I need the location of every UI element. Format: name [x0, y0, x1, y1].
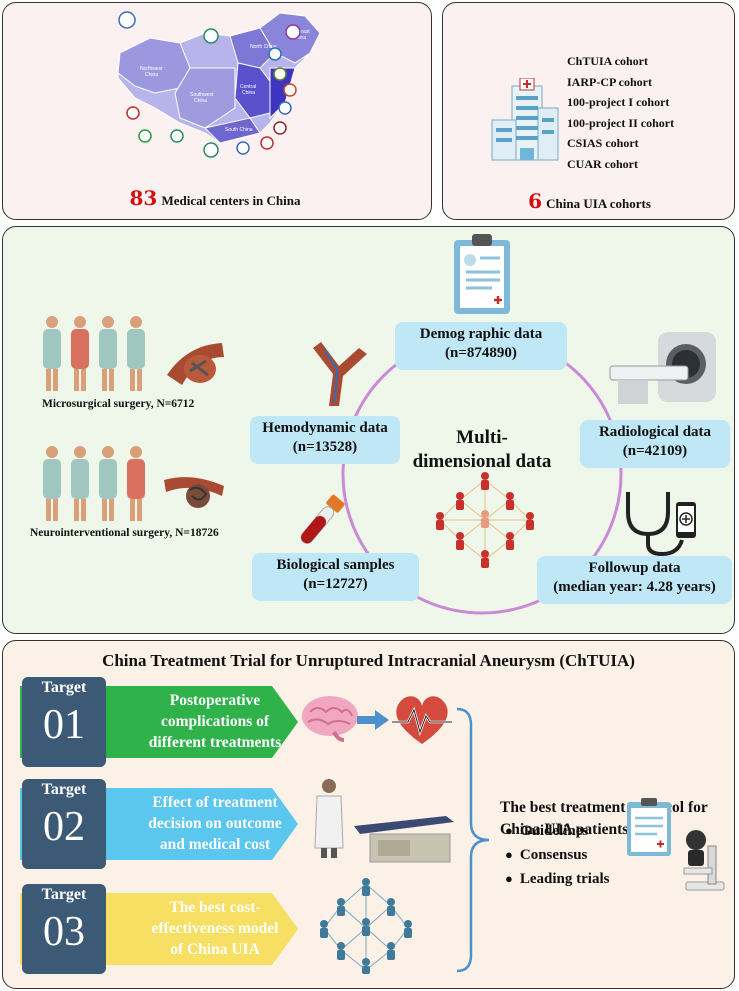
target-02-badge: Target 02 [22, 779, 106, 869]
target-01-line: Postoperative [169, 692, 261, 709]
followup-data-box: Followup data (median year: 4.28 years) [537, 556, 732, 604]
target-02-line: and medical cost [159, 836, 271, 853]
target-03-badge: Target 03 [22, 884, 106, 974]
outcome-bullet: Consensus [505, 843, 609, 867]
svg-text:China: China [242, 90, 255, 96]
radiological-data-label: Radiological data [598, 424, 712, 440]
svg-text:China: China [194, 98, 207, 104]
aneurysm-clip-icon [167, 343, 224, 385]
cohort-item: 100-project II cohort [567, 115, 675, 130]
mri-scanner-icon [609, 332, 716, 404]
clipboard-report-icon [627, 798, 671, 856]
people-network-icon [320, 878, 412, 974]
outcome-bullets: Guidelines Consensus Leading trials [505, 819, 610, 891]
population-network-icon [436, 472, 534, 568]
svg-text:Northwest: Northwest [140, 66, 163, 72]
followup-data-label: Followup data [588, 560, 681, 576]
demographic-data-box: Demog raphic data (n=874890) [395, 322, 567, 370]
radiological-data-box: Radiological data (n=42109) [580, 420, 730, 468]
multi-dimensional-data-title: Multi-dimensional data [412, 427, 552, 472]
target-01-line: different treatments [148, 734, 282, 751]
target-02-text: Effect of treatment decision on outcome … [20, 788, 298, 860]
target-03-line: effectiveness model [151, 920, 279, 937]
target-03-text: The best cost- effectiveness model of Ch… [20, 893, 298, 965]
target-02-line: Effect of treatment [152, 794, 278, 811]
clipboard-icon [454, 234, 510, 314]
neurointervention-label: Neurointerventional surgery, N=18726 [30, 527, 219, 539]
arrow-right-icon [357, 710, 389, 730]
blood-vessel-icon [313, 342, 367, 406]
microsurgery-label: Microsurgical surgery, N=6712 [42, 398, 195, 410]
blood-sample-tube-icon [300, 494, 345, 544]
hospital-building-icon [491, 78, 559, 161]
target-02-label: Target [41, 781, 87, 798]
followup-data-count: (median year: 4.28 years) [553, 579, 716, 595]
grouping-bracket [456, 707, 490, 973]
radiological-data-count: (n=42109) [622, 443, 688, 459]
hospital-logos [118, 11, 301, 158]
target-02-line: decision on outcome [148, 815, 282, 832]
target-01-badge: Target 01 [22, 677, 106, 767]
patients-figure-microsurgery [43, 316, 145, 391]
target-03-line: The best cost- [169, 899, 261, 916]
medical-centers-count: 83 [129, 186, 158, 210]
cohort-item: 100-project I cohort [567, 95, 670, 109]
svg-text:Central: Central [240, 84, 256, 90]
hemodynamic-data-label: Hemodynamic data [262, 420, 388, 436]
cohorts-panel: 6 China UIA cohorts [442, 2, 735, 220]
target-03-label: Target [41, 886, 87, 903]
patients-figure-neurointervention [43, 446, 145, 521]
medical-centers-label: Medical centers in China [161, 193, 301, 208]
cohort-item: ChTUIA cohort [567, 54, 649, 68]
china-map: Northwest China Northeast China North Ch… [117, 12, 321, 144]
cohorts-count: 6 [528, 189, 543, 213]
hospital-bed-icon [354, 816, 454, 863]
svg-text:China: China [145, 72, 158, 78]
target-01-label: Target [41, 679, 87, 696]
aneurysm-coil-icon [164, 477, 224, 508]
biological-samples-label: Biological samples [276, 557, 395, 573]
outcome-bullet: Leading trials [505, 867, 610, 891]
svg-text:China: China [293, 35, 306, 41]
svg-text:North China: North China [250, 44, 277, 50]
svg-text:Southwest: Southwest [190, 92, 214, 98]
target-03-line: of China UIA [170, 941, 260, 958]
microscope-icon [683, 830, 725, 891]
cohort-item: CUAR cohort [567, 156, 638, 171]
cohorts-label: China UIA cohorts [546, 196, 651, 211]
cohort-item: IARP-CP cohort [567, 74, 652, 89]
target-02-number: 02 [43, 804, 85, 850]
heart-ecg-icon [392, 696, 452, 744]
medical-centers-caption: 83 Medical centers in China [0, 186, 430, 210]
biological-samples-count: (n=12727) [303, 576, 368, 592]
svg-text:South China: South China [225, 127, 253, 133]
target-01-number: 01 [43, 702, 85, 748]
outcome-bullet: Guidelines [505, 819, 609, 843]
demographic-data-label: Demog raphic data [419, 326, 543, 342]
stethoscope-phone-icon [626, 492, 696, 557]
target-01-text: Postoperative complications of different… [20, 686, 298, 758]
demographic-data-count: (n=874890) [445, 345, 517, 361]
brain-icon [302, 696, 358, 742]
hemodynamic-data-box: Hemodynamic data (n=13528) [250, 416, 400, 464]
hemodynamic-data-count: (n=13528) [292, 439, 358, 455]
cohorts-caption: 6 China UIA cohorts [443, 189, 736, 213]
target-01-line: complications of [160, 713, 270, 730]
cohort-item: CSIAS cohort [567, 136, 639, 150]
doctor-icon [314, 779, 344, 858]
trial-title: China Treatment Trial for Unruptured Int… [102, 651, 635, 670]
biological-samples-box: Biological samples (n=12727) [252, 553, 419, 601]
target-03-number: 03 [43, 909, 85, 955]
cohort-list: ChTUIA cohort IARP-CP cohort 100-project… [567, 51, 674, 174]
